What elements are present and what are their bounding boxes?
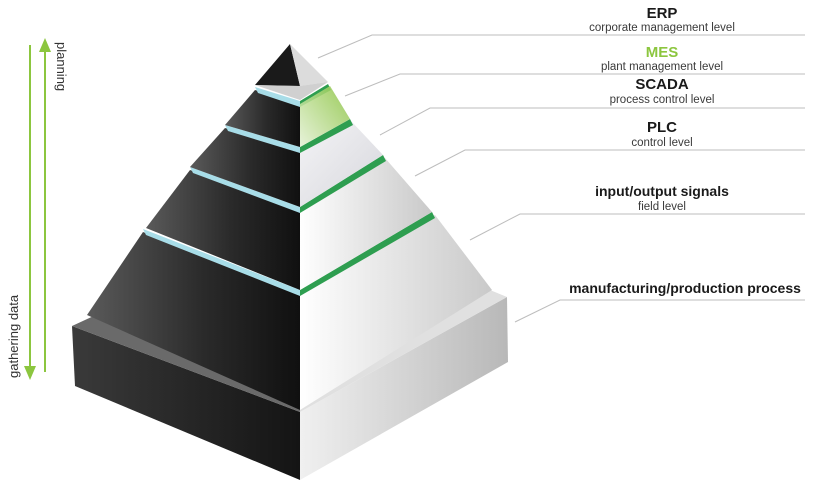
pyramid-band-process [87, 212, 492, 410]
level-title-scada: SCADA [635, 76, 689, 93]
level-label-mes: MES plant management level [601, 44, 723, 73]
base-slab [72, 290, 508, 480]
pyramid-face-mes [300, 86, 350, 147]
pyramid-top-erp [255, 44, 328, 100]
level-label-erp: ERP corporate management level [589, 5, 735, 34]
pyramid-band-field [146, 155, 432, 290]
level-subtitle-io: field level [638, 201, 686, 213]
level-label-process: manufacturing/production process [569, 280, 801, 296]
gathering-data-arrow [24, 45, 36, 380]
pyramid-band-control [190, 119, 383, 207]
level-title-io: input/output signals [595, 183, 729, 199]
level-title-process: manufacturing/production process [569, 280, 801, 296]
level-label-plc: PLC control level [631, 119, 692, 149]
level-label-io: input/output signals field level [595, 183, 729, 213]
level-label-scada: SCADA process control level [610, 76, 715, 106]
level-subtitle-erp: corporate management level [589, 22, 735, 34]
level-title-plc: PLC [647, 119, 677, 136]
planning-arrow [39, 38, 51, 372]
level-subtitle-plc: control level [631, 137, 692, 149]
gathering-data-label: gathering data [6, 294, 21, 378]
level-subtitle-mes: plant management level [601, 61, 723, 73]
leader-lines [317, 34, 805, 323]
level-subtitle-scada: process control level [610, 94, 715, 106]
level-title-erp: ERP [647, 5, 678, 22]
level-title-mes: MES [646, 44, 679, 61]
planning-label: planning [54, 42, 69, 91]
